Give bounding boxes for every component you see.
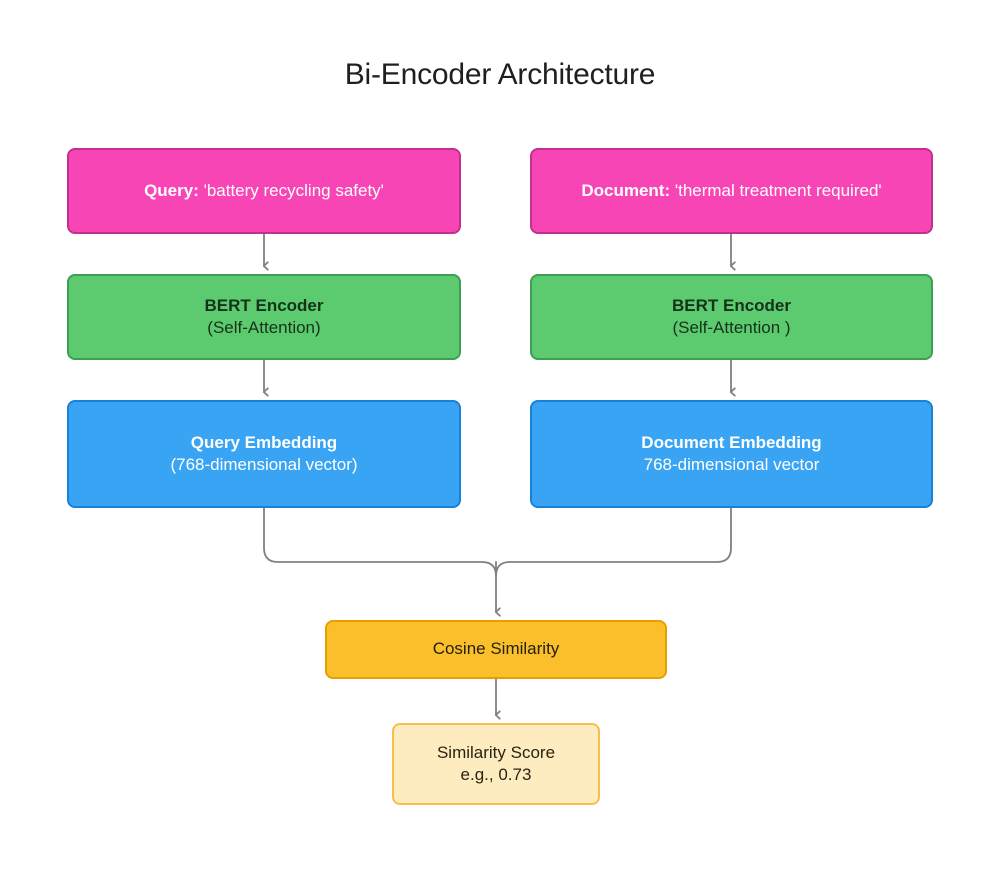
- node-bert-encoder-right-title: BERT Encoder: [671, 295, 792, 315]
- node-document-label: Document:: [581, 180, 671, 200]
- node-bert-encoder-right-subtitle: (Self-Attention ): [672, 318, 791, 337]
- node-document-text: Document: 'thermal treatment required': [581, 180, 881, 202]
- node-bert-encoder-right[interactable]: BERT Encoder (Self-Attention ): [530, 274, 933, 360]
- edge-embedding-right-to-cosine: [495, 507, 732, 577]
- node-query-embedding-title: Query Embedding: [190, 432, 338, 452]
- node-similarity-score-title: Similarity Score: [436, 742, 556, 762]
- node-document-embedding-subtitle: 768-dimensional vector: [643, 455, 820, 474]
- node-document-embedding[interactable]: Document Embedding 768-dimensional vecto…: [530, 400, 933, 508]
- node-document-input[interactable]: Document: 'thermal treatment required': [530, 148, 933, 234]
- node-bert-encoder-left[interactable]: BERT Encoder (Self-Attention): [67, 274, 461, 360]
- node-document-embedding-title: Document Embedding: [641, 432, 822, 452]
- node-similarity-score-value: e.g., 0.73: [460, 765, 532, 784]
- node-cosine-similarity[interactable]: Cosine Similarity: [325, 620, 667, 679]
- page-title: Bi-Encoder Architecture: [344, 58, 656, 91]
- node-query-input[interactable]: Query: 'battery recycling safety': [67, 148, 461, 234]
- node-query-text: Query: 'battery recycling safety': [144, 180, 384, 202]
- node-cosine-similarity-label: Cosine Similarity: [432, 639, 560, 659]
- node-query-label: Query:: [144, 180, 199, 200]
- node-document-value: 'thermal treatment required': [670, 180, 882, 200]
- node-query-embedding[interactable]: Query Embedding (768-dimensional vector): [67, 400, 461, 508]
- node-query-value: 'battery recycling safety': [198, 180, 384, 200]
- node-similarity-score[interactable]: Similarity Score e.g., 0.73: [392, 723, 600, 805]
- node-bert-encoder-left-title: BERT Encoder: [204, 295, 324, 315]
- edge-embedding-left-to-cosine: [263, 507, 497, 577]
- node-bert-encoder-left-subtitle: (Self-Attention): [207, 318, 321, 337]
- node-query-embedding-subtitle: (768-dimensional vector): [170, 455, 358, 474]
